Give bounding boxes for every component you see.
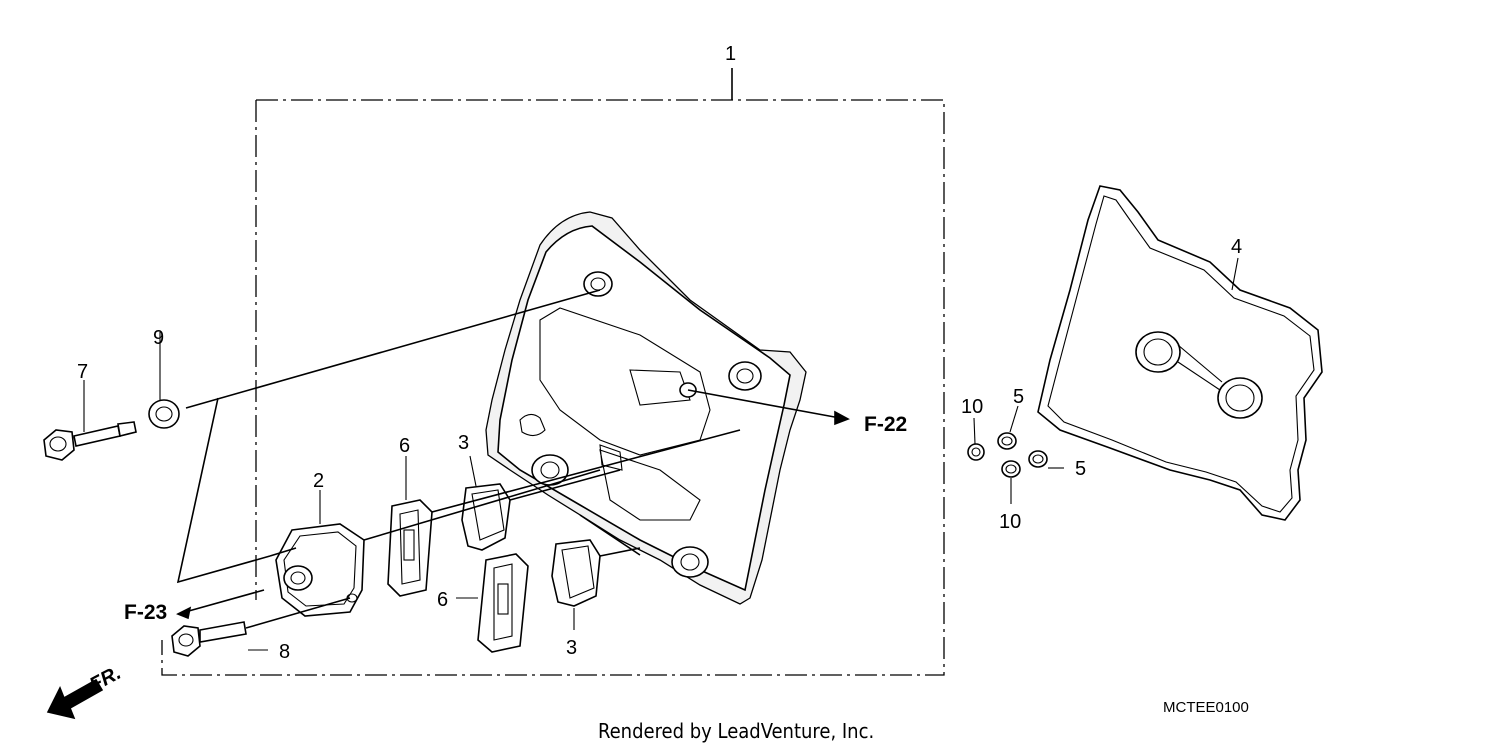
diagram-code: MCTEE0100 (1163, 699, 1249, 716)
seal-6-lower (477, 553, 529, 653)
separator-3-lower (551, 539, 601, 607)
callout-6-upper: 6 (399, 435, 410, 457)
callout-2: 2 (313, 470, 324, 492)
callout-6-lower: 6 (437, 589, 448, 611)
callout-4: 4 (1231, 236, 1242, 258)
seal-6-upper (387, 499, 433, 597)
reference-f23: F-23 (124, 601, 167, 624)
leader-lines (83, 257, 1239, 651)
callout-5-lower: 5 (1075, 458, 1086, 480)
cylinder-head-cover (485, 211, 807, 605)
bolt-7 (43, 421, 137, 461)
callout-5-upper: 5 (1013, 386, 1024, 408)
grommet-9 (148, 399, 180, 429)
head-cover-gasket (1037, 185, 1323, 521)
breather-cover-2 (275, 523, 365, 617)
callout-3-lower: 3 (566, 637, 577, 659)
reference-f22: F-22 (864, 413, 907, 436)
front-arrow-icon (46, 678, 104, 720)
callout-3-upper: 3 (458, 432, 469, 454)
callout-10-upper: 10 (961, 396, 983, 418)
callout-7: 7 (77, 361, 88, 383)
assembly-outline (161, 68, 945, 676)
callout-9: 9 (153, 327, 164, 349)
rendered-by-credit: Rendered by LeadVenture, Inc. (598, 719, 874, 743)
callout-1: 1 (725, 43, 736, 65)
callout-8: 8 (279, 641, 290, 663)
bolt-8 (171, 621, 247, 657)
callout-10-lower: 10 (999, 511, 1021, 533)
small-washers (967, 432, 1048, 478)
